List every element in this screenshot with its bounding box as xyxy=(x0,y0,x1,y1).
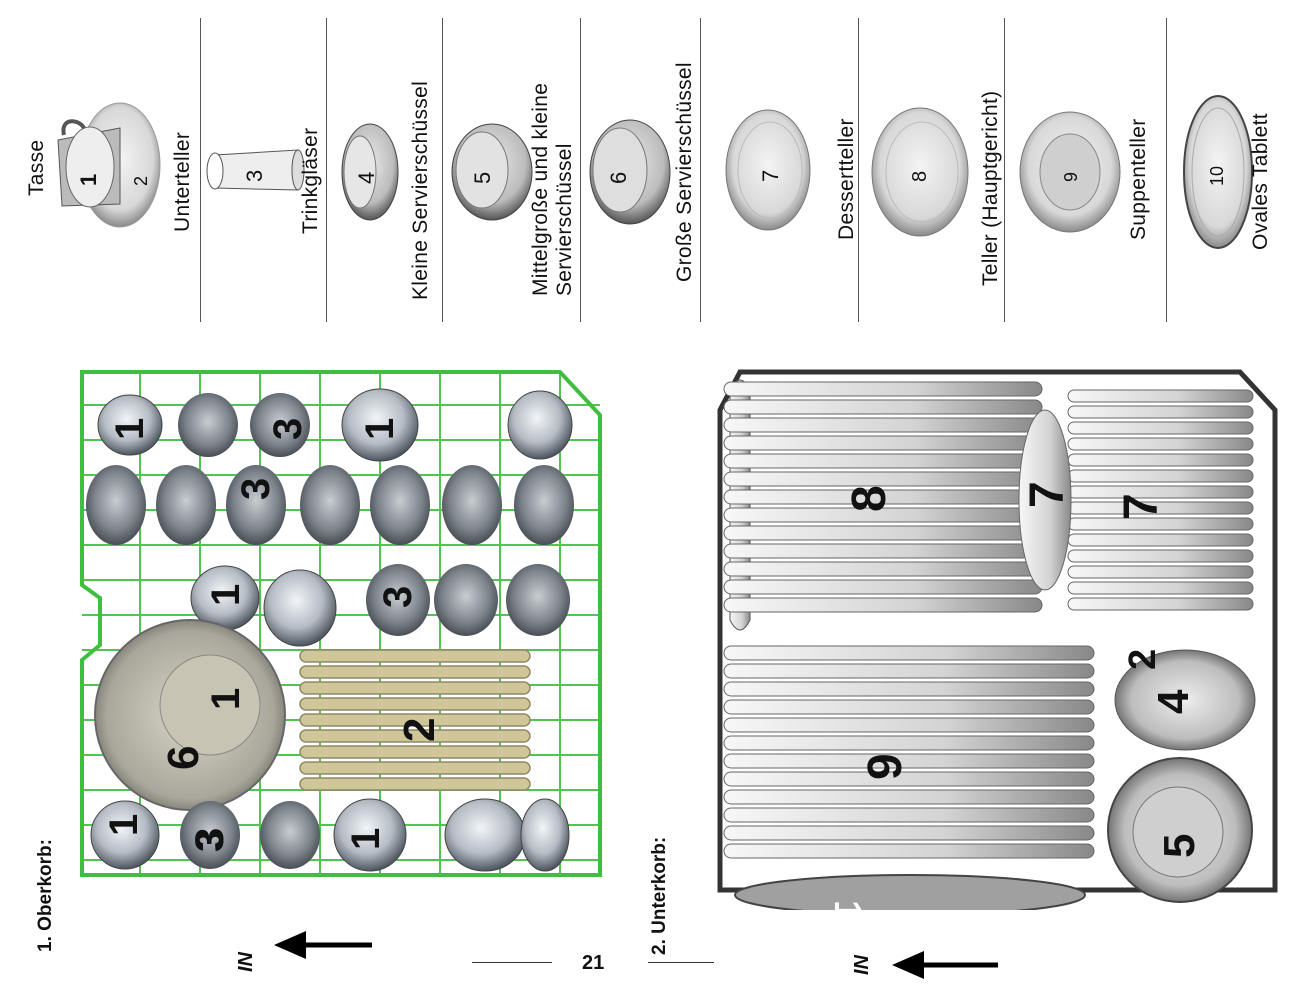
item-number: 4 xyxy=(1149,689,1198,714)
medium-bowl-icon xyxy=(451,123,533,221)
legend-label: Suppenteller xyxy=(1127,118,1150,240)
item-number: 10 xyxy=(826,900,868,943)
legend-label: Trinkgläser xyxy=(299,127,322,234)
item-number: 1 xyxy=(204,687,248,710)
legend-label: Unterteller xyxy=(171,131,194,232)
item-number: 1 xyxy=(102,813,146,836)
legend-label: Mittelgroße und kleine xyxy=(529,82,552,296)
lower-basket-diagram xyxy=(717,369,1278,910)
legend-num: 6 xyxy=(606,171,631,184)
item-number: 1 xyxy=(358,417,402,440)
divider xyxy=(200,18,201,322)
direction-label: IN xyxy=(235,952,257,972)
dessert-plate-icon xyxy=(725,109,811,231)
legend-icons xyxy=(57,95,1253,249)
divider xyxy=(700,18,701,322)
item-number: 2 xyxy=(1122,648,1164,670)
oval-platter-icon xyxy=(1183,95,1253,249)
item-number: 3 xyxy=(266,417,310,440)
dinner-plate-icon xyxy=(871,107,969,237)
item-number: 3 xyxy=(234,477,278,500)
item-number: 7 xyxy=(1115,493,1168,520)
legend-num: 9 xyxy=(1061,171,1081,182)
divider xyxy=(580,18,581,322)
legend-num: 7 xyxy=(758,169,783,182)
item-number: 3 xyxy=(376,585,420,608)
lower-basket-heading: 2. Unterkorb: xyxy=(649,836,670,955)
legend-num: 1 xyxy=(76,173,101,186)
item-number: 2 xyxy=(395,717,444,742)
legend-num: 5 xyxy=(470,171,495,184)
legend-num: 8 xyxy=(909,170,931,182)
divider xyxy=(472,962,552,963)
item-number: 8 xyxy=(843,485,896,512)
page-number: 21 xyxy=(582,952,605,974)
divider xyxy=(326,18,327,322)
legend-label: Teller (Hauptgericht) xyxy=(979,90,1002,286)
divider xyxy=(1166,18,1167,322)
legend-label: Große Servierschüssel xyxy=(673,62,696,282)
item-number: 3 xyxy=(188,829,232,852)
small-bowl-icon xyxy=(341,123,399,221)
glass-icon xyxy=(206,149,305,191)
divider xyxy=(1004,18,1005,322)
item-number: 6 xyxy=(159,745,208,770)
legend-label: Ovales Tablett xyxy=(1249,113,1272,250)
legend-label: Dessertteller xyxy=(835,118,858,240)
legend-label: Servierschüssel xyxy=(553,143,576,296)
large-bowl-icon xyxy=(589,119,671,225)
item-number: 1 xyxy=(204,583,248,606)
arrow-left-icon xyxy=(892,951,998,979)
legend-label: Tasse xyxy=(25,139,48,196)
legend-label: Kleine Servierschüssel xyxy=(409,80,432,300)
upper-basket-diagram xyxy=(80,370,602,877)
item-number: 1 xyxy=(108,417,152,440)
item-number: 5 xyxy=(1155,833,1204,858)
item-number: 7 xyxy=(1021,481,1074,508)
direction-label: IN xyxy=(851,955,873,975)
arrow-left-icon xyxy=(274,931,372,959)
upper-basket-heading: 1. Oberkorb: xyxy=(35,839,56,952)
legend-num: 4 xyxy=(354,171,379,184)
soup-plate-icon xyxy=(1019,111,1121,233)
divider xyxy=(858,18,859,322)
legend-num: 3 xyxy=(242,169,267,182)
cup-saucer-icon xyxy=(57,102,161,228)
divider xyxy=(648,962,714,963)
divider xyxy=(442,18,443,322)
item-number: 9 xyxy=(859,753,912,780)
legend-num: 2 xyxy=(131,175,151,186)
item-number: 1 xyxy=(344,827,388,850)
legend-num: 10 xyxy=(1207,165,1227,186)
